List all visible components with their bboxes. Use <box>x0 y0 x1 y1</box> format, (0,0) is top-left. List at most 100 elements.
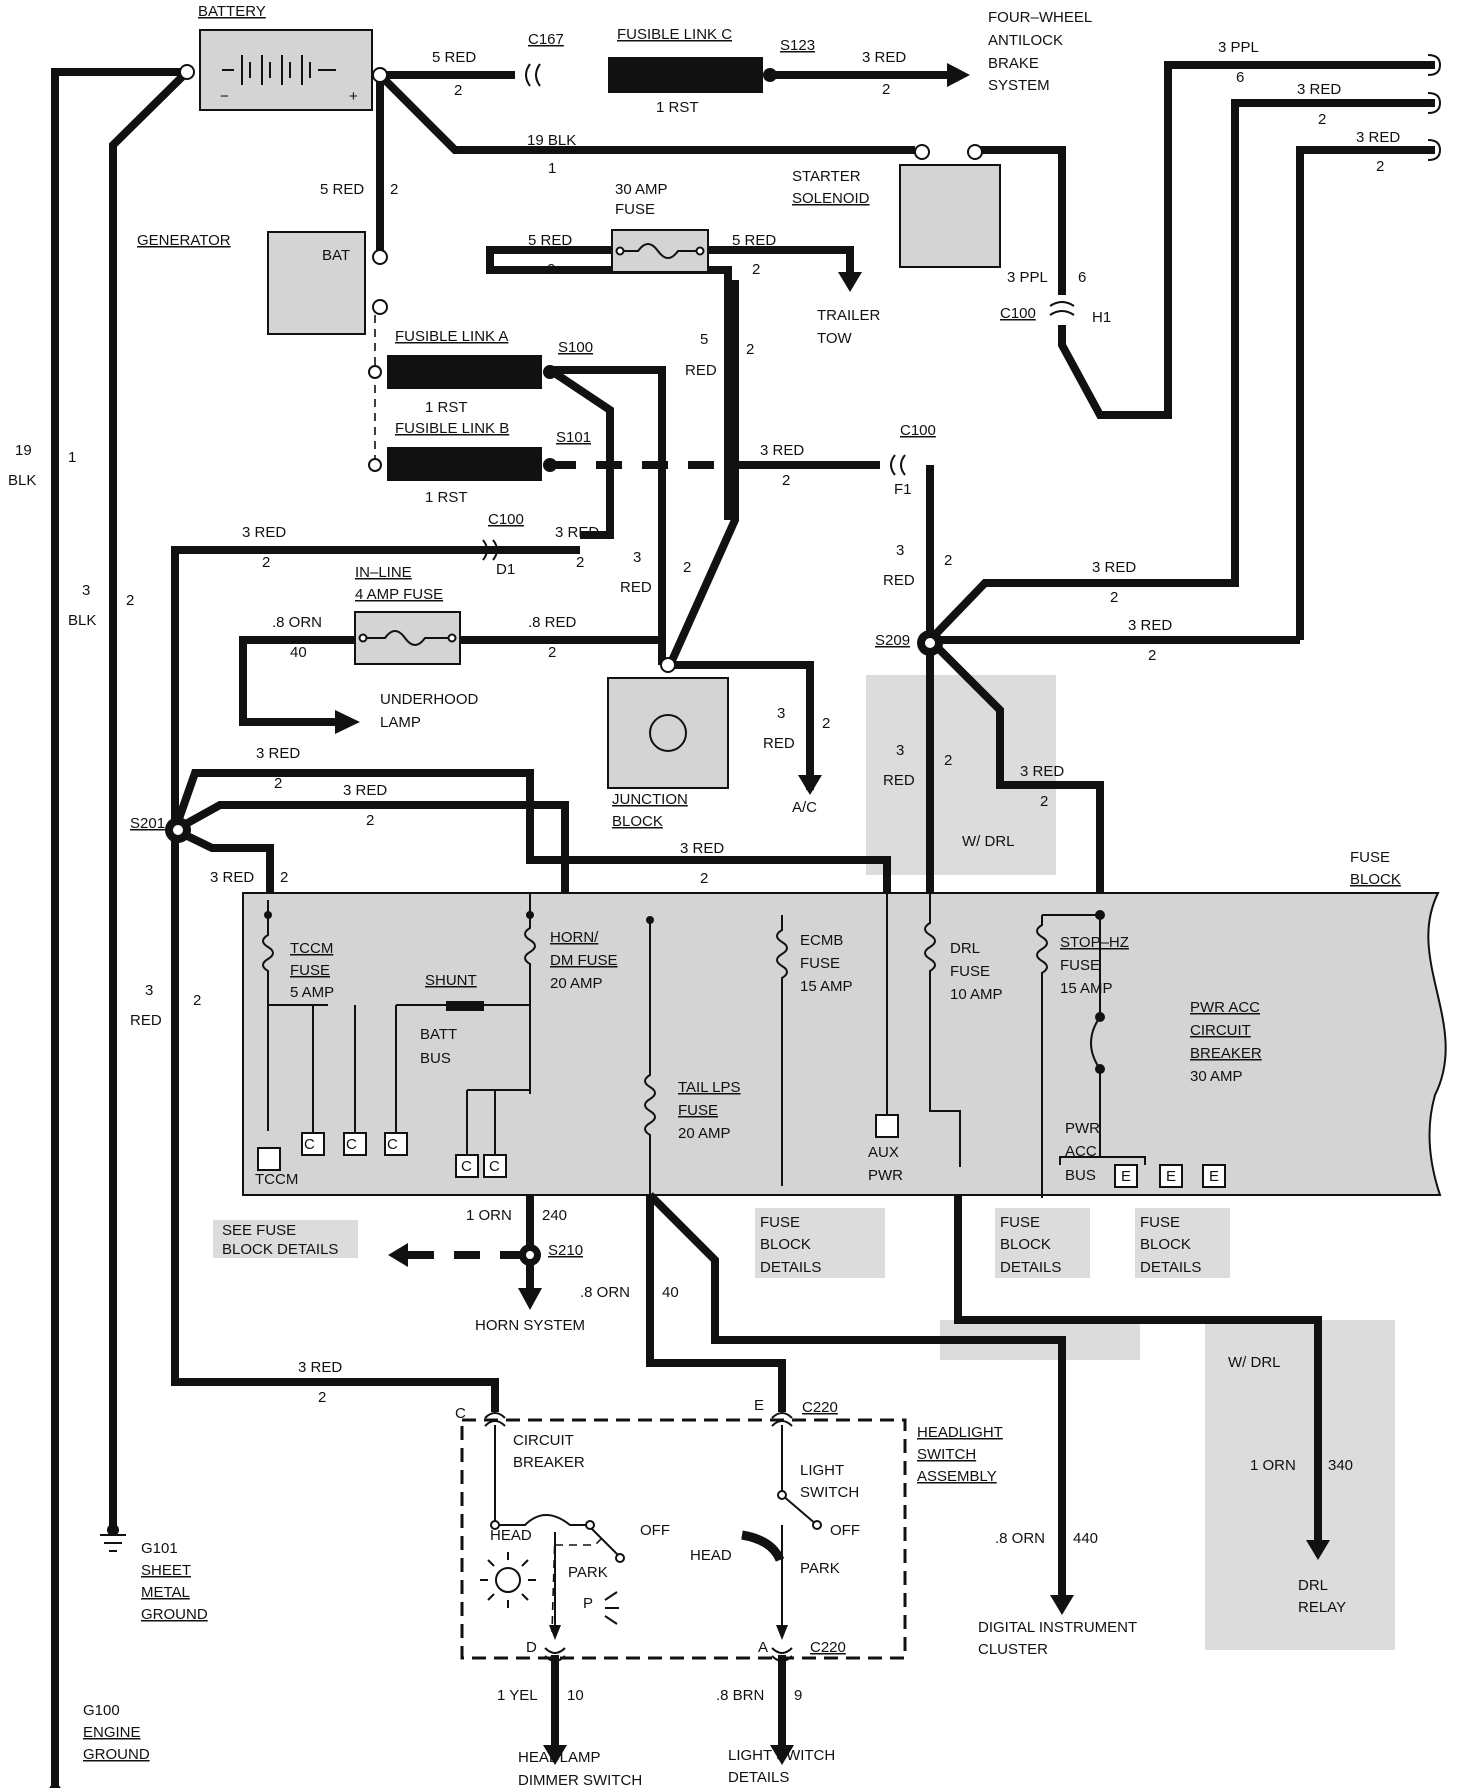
labels-tccm-text: TCCM <box>255 1171 298 1188</box>
connectors-c100-text: C100 <box>900 422 936 439</box>
wires-n1-text: 1 <box>548 160 556 177</box>
labels-ecmb_3-text: 15 AMP <box>800 978 853 995</box>
labels-sfbd_2-text: BLOCK DETAILS <box>222 1241 338 1258</box>
fusible-b-text: FUSIBLE LINK B <box>395 420 509 437</box>
text-labels: BATTERY GENERATOR BAT 5 RED 2 C167 FUSIB… <box>8 3 1401 1788</box>
wires-n2-text: 2 <box>1110 589 1118 606</box>
labels-starter_1-text: STARTER <box>792 168 861 185</box>
wires-n19-text: 19 <box>15 442 32 459</box>
labels-junction_1-text: JUNCTION <box>612 791 688 808</box>
labels-e_letter-text: E <box>1209 1168 1219 1185</box>
labels-drl_3-text: 10 AMP <box>950 986 1003 1003</box>
labels-head-text: HEAD <box>490 1527 532 1544</box>
labels-drl_2-text: FUSE <box>950 963 990 980</box>
wires-ppl3-text: 3 PPL <box>1218 39 1259 56</box>
wires-n340-text: 340 <box>1328 1457 1353 1474</box>
wires-red3-text: 3 RED <box>555 524 599 541</box>
labels-fbd_2-text: BLOCK <box>1000 1236 1051 1253</box>
labels-pwracc_3-text: BREAKER <box>1190 1045 1262 1062</box>
wires-n2-text: 2 <box>882 81 890 98</box>
labels-hds_1-text: HEADLAMP <box>518 1749 601 1766</box>
inline-fuse-4-amp <box>354 611 461 665</box>
labels-hsa_1-text: HEADLIGHT <box>917 1424 1003 1441</box>
labels-ecmb_1-text: ECMB <box>800 932 843 949</box>
labels-abs_4-text: SYSTEM <box>988 77 1050 94</box>
labels-g101_2-text: SHEET <box>141 1562 191 1579</box>
wires-red3-text: 3 RED <box>862 49 906 66</box>
wires-n3-text: 3 <box>896 542 904 559</box>
labels-underhood_1-text: UNDERHOOD <box>380 691 479 708</box>
labels-ls_2-text: SWITCH <box>800 1484 859 1501</box>
wires-n2-text: 2 <box>1148 647 1156 664</box>
labels-drl_1-text: DRL <box>950 940 980 957</box>
connectors-f1-text: F1 <box>894 481 912 498</box>
wires-n2-text: 2 <box>126 592 134 609</box>
wires-n2-text: 2 <box>262 554 270 571</box>
wires-n40-text: 40 <box>662 1284 679 1301</box>
labels-wdrl-text: W/ DRL <box>1228 1354 1281 1371</box>
wires-n3-text: 3 <box>145 982 153 999</box>
labels-abs_2-text: ANTILOCK <box>988 32 1063 49</box>
labels-e_letter-text: E <box>1121 1168 1131 1185</box>
wires-red8-text: .8 RED <box>528 614 577 631</box>
wires-n440-text: 440 <box>1073 1530 1098 1547</box>
labels-sfbd_1-text: SEE FUSE <box>222 1222 296 1239</box>
labels-ecmb_2-text: FUSE <box>800 955 840 972</box>
labels-cb_1-text: CIRCUIT <box>513 1432 574 1449</box>
labels-fbd_2-text: BLOCK <box>760 1236 811 1253</box>
labels-trailer_2-text: TOW <box>817 330 853 347</box>
wires-n2-text: 2 <box>390 181 398 198</box>
connectors-a-text: A <box>758 1639 768 1656</box>
labels-head-text: HEAD <box>690 1547 732 1564</box>
wires-red3-text: 3 RED <box>1020 763 1064 780</box>
labels-fbd_1-text: FUSE <box>1000 1214 1040 1231</box>
fusible-c-text: FUSIBLE LINK C <box>617 26 732 43</box>
wires-red3-text: 3 RED <box>680 840 724 857</box>
wires-blk_word-text: BLK <box>68 612 96 629</box>
fuse-30-amp <box>611 229 709 273</box>
labels-tccm_3-text: 5 AMP <box>290 984 334 1001</box>
wires-n6-text: 6 <box>1236 69 1244 86</box>
labels-underhood_2-text: LAMP <box>380 714 421 731</box>
wires-red5-text: 5 RED <box>528 232 572 249</box>
wires-blk_word-text: BLK <box>8 472 36 489</box>
splices-s101-text: S101 <box>556 429 591 446</box>
wires-n40-text: 40 <box>290 644 307 661</box>
labels-park-text: PARK <box>568 1564 608 1581</box>
label-text: + <box>349 88 358 105</box>
labels-e_letter-text: E <box>1166 1168 1176 1185</box>
wires-red5-text: 5 RED <box>732 232 776 249</box>
labels-aux-text: AUX <box>868 1144 899 1161</box>
labels-fbd_1-text: FUSE <box>1140 1214 1180 1231</box>
labels-drlr_2-text: RELAY <box>1298 1599 1346 1616</box>
labels-stop_2-text: FUSE <box>1060 957 1100 974</box>
connectors-c-text: C <box>455 1405 466 1422</box>
wires-n2-text: 2 <box>822 715 830 732</box>
wires-n2-text: 2 <box>746 341 754 358</box>
splices-s209-text: S209 <box>875 632 910 649</box>
connector-chevrons <box>482 54 1442 1662</box>
wires-brn8-text: .8 BRN <box>716 1687 764 1704</box>
labels-accbus_3-text: BUS <box>1065 1167 1096 1184</box>
wires-red3-text: 3 RED <box>210 869 254 886</box>
wires-n2-text: 2 <box>752 261 760 278</box>
wires-n2-text: 2 <box>318 1389 326 1406</box>
wires-red3-text: 3 RED <box>1297 81 1341 98</box>
labels-pwr-text: PWR <box>868 1167 903 1184</box>
wires-rst1-text: 1 RST <box>425 399 468 416</box>
wires-red_word-text: RED <box>763 735 795 752</box>
labels-c_letter-text: C <box>461 1158 472 1175</box>
labels-accbus_2-text: ACC <box>1065 1143 1097 1160</box>
wires-orn8-text: .8 ORN <box>580 1284 630 1301</box>
labels-horn_1-text: HORN/ <box>550 929 599 946</box>
labels-hds_2-text: DIMMER SWITCH <box>518 1772 642 1788</box>
wires-n6-text: 6 <box>1078 269 1086 286</box>
labels-fbd_3-text: DETAILS <box>760 1259 821 1276</box>
wires-n2-text: 2 <box>1040 793 1048 810</box>
generator-bat: BAT <box>322 247 350 264</box>
labels-fuse30_1-text: 30 AMP <box>615 181 668 198</box>
connectors-h1-text: H1 <box>1092 309 1111 326</box>
wires-red3-text: 3 RED <box>1092 559 1136 576</box>
wires-rst1-text: 1 RST <box>656 99 699 116</box>
labels-trailer_1-text: TRAILER <box>817 307 881 324</box>
